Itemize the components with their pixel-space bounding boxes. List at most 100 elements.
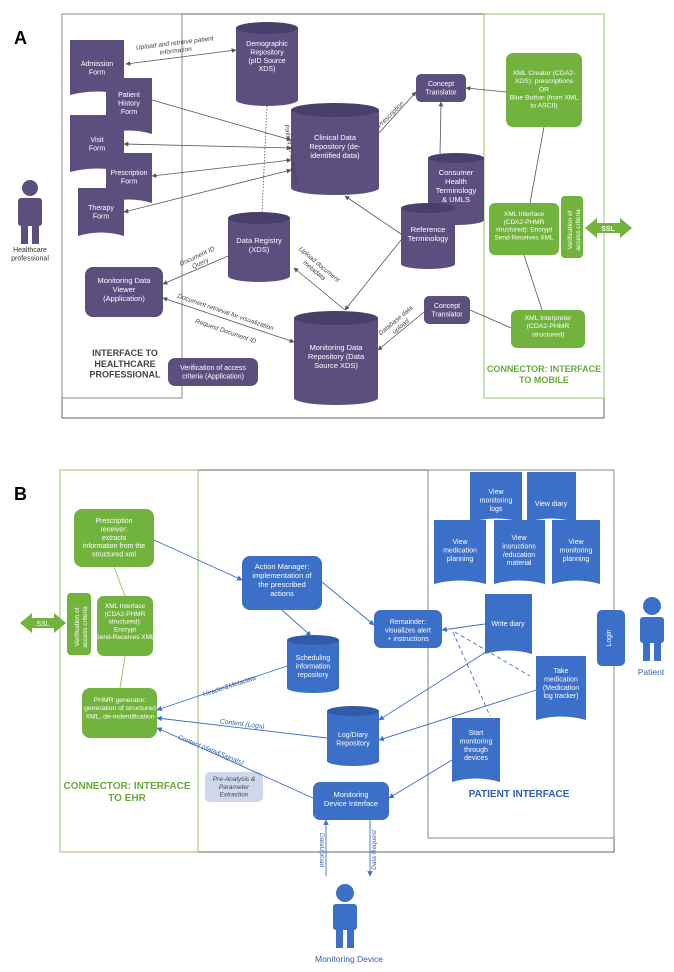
edge-content-logs: Content (Logs): [219, 718, 264, 730]
panel-b-edges: [113, 539, 537, 877]
text-line: & UMLS: [442, 195, 470, 204]
text-line: the prescribed: [258, 580, 306, 589]
data-registry-label: Data Registry(XDS): [236, 236, 282, 254]
write-diary: [485, 594, 532, 654]
text-line: Repository: [250, 49, 284, 56]
text-line: Reference: [411, 225, 446, 234]
panel-a-edges: [123, 48, 545, 351]
text-line: Concept: [434, 303, 460, 310]
text-line: receiver:: [101, 526, 128, 533]
text-line: /education: [503, 552, 535, 559]
text-line: Repository (Data: [308, 352, 365, 361]
text-line: CONNECTOR: INTERFACE: [63, 781, 190, 792]
healthcare-person-icon: [18, 180, 42, 244]
text-line: (CDA2-PHMR: [527, 323, 570, 330]
text-line: generation of structured: [84, 705, 156, 712]
scheduling-repository: [287, 635, 339, 693]
text-line: History: [118, 100, 140, 107]
pre-analysis: [205, 772, 263, 802]
text-line: Translator: [431, 311, 463, 318]
text-line: log tracker): [543, 693, 578, 700]
view-monitoring-logs: [470, 472, 522, 522]
text-line: Visit: [90, 137, 103, 144]
text-line: View: [511, 535, 527, 542]
text-line: (Medication: [543, 685, 579, 692]
text-line: Viewer: [113, 285, 136, 294]
edge-doc-id-query: Document IDQuery: [179, 245, 220, 275]
verification-application: [168, 358, 258, 386]
text-line: Form: [93, 213, 110, 220]
text-line: extracts: [102, 535, 127, 542]
text-line: implementation of: [252, 571, 312, 580]
ssl-arrow-b: [20, 613, 66, 633]
text-line: Consumer: [439, 168, 474, 177]
text-line: Monitoring: [333, 790, 368, 799]
text-line: + instructions: [387, 636, 429, 643]
text-line: Action Manager:: [255, 562, 310, 571]
xml-creator: [506, 53, 582, 127]
text-line: Health: [445, 177, 467, 186]
verification-vertical-b-label: Verification ofaccess criteria: [74, 606, 89, 648]
monitoring-device-interface: [313, 782, 389, 820]
edge-content-data: Content (data&Signals): [177, 734, 245, 767]
text-line: Send-Receives XML: [95, 634, 155, 641]
xml-interface-a: [489, 203, 559, 255]
monitoring-data-repository: [294, 311, 378, 405]
text-line: Form: [89, 69, 106, 76]
text-line: Terminology: [436, 186, 477, 195]
text-line: Monitoring Data: [310, 343, 364, 352]
edge-db-upload: Database dataupload: [378, 304, 420, 343]
monitoring-device-person-icon: [333, 884, 357, 948]
text-line: Admission: [81, 61, 113, 68]
reference-terminology: [401, 203, 455, 269]
text-line: (CDA2-PHMR: [105, 611, 146, 618]
text-line: criteria (Application): [182, 373, 244, 380]
text-line: PHMR generator:: [94, 697, 147, 704]
text-line: access criteria: [82, 606, 89, 648]
view-diary-label: View diary: [535, 501, 568, 508]
view-instructions: [494, 520, 545, 584]
text-line: (CDA2-PHMR: [504, 219, 545, 226]
verification-vertical-b: [67, 593, 91, 655]
text-line: monitoring: [560, 547, 593, 554]
text-line: Clinical Data: [314, 133, 357, 142]
text-line: logs: [490, 506, 503, 513]
text-line: professional: [11, 255, 49, 262]
xml-interface-b: [97, 596, 153, 656]
ssl-label-a: SSL: [601, 226, 615, 233]
edge-data-upload: DataUpload: [318, 833, 325, 868]
text-line: Pre-Analysis &: [213, 776, 256, 783]
text-line: repository: [298, 672, 329, 679]
remainder: [374, 610, 442, 648]
monitoring-device-label: Monitoring Device: [315, 954, 383, 964]
text-line: Therapy: [88, 205, 114, 212]
verification-vertical-a: [561, 196, 583, 258]
text-line: CONNECTOR: INTERFACE: [487, 364, 601, 374]
start-monitoring: [452, 718, 500, 782]
clinical-data-repository: [291, 103, 379, 195]
text-line: TO EHR: [108, 793, 146, 804]
prescription-receiver: [74, 509, 154, 567]
text-line: Parameter: [219, 784, 250, 791]
text-line: devices: [464, 755, 488, 762]
text-line: (XDS): [249, 245, 270, 254]
concept-translator-top: [416, 74, 466, 102]
text-line: actions: [270, 589, 294, 598]
